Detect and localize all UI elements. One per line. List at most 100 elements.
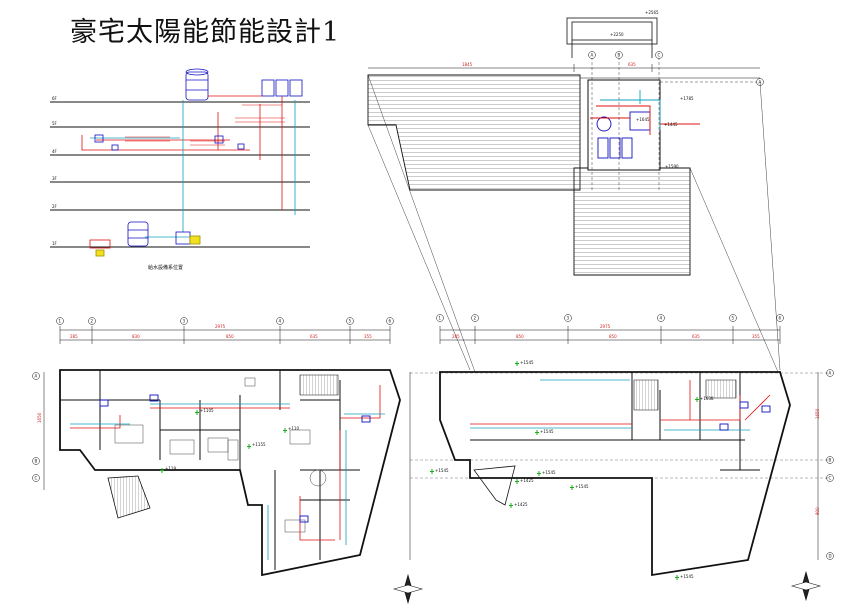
- riser-caption: 給水設備系位置: [148, 264, 183, 271]
- roof-deck-outline: [367, 74, 581, 191]
- left-axis-label: 5: [349, 319, 352, 324]
- roof-grid-lines: [591, 52, 760, 190]
- right-elevation-tag: +1425: [520, 478, 534, 483]
- roof-dimension-line: [368, 64, 760, 79]
- left-elevation-tag: +1155: [252, 442, 266, 447]
- roof-elevation-tag: +1785: [680, 96, 694, 101]
- roof-plan: 1845 635 +2565 +2250: [367, 10, 781, 373]
- left-heaters: [99, 394, 371, 523]
- right-elevation-tag: +1545: [542, 470, 556, 475]
- projection-lines: [367, 74, 781, 373]
- roof-piping: [590, 105, 700, 135]
- right-elevation-tag: +1545: [575, 484, 589, 489]
- right-interior-walls: [470, 372, 760, 471]
- left-dim: 355: [364, 334, 372, 339]
- right-axis-label: 1: [439, 316, 442, 321]
- roof-elevation-tag: +1590: [665, 164, 679, 169]
- right-dim-side: 1650: [815, 408, 820, 419]
- right-dimension-lines: [409, 326, 819, 560]
- roof-water-tank: [185, 68, 209, 101]
- roof-equipment-room: [587, 79, 661, 171]
- floor-lines: [50, 101, 310, 248]
- left-cold-water-pipes: [70, 403, 385, 560]
- roof-access-box: [566, 17, 658, 58]
- right-dim: 635: [692, 334, 700, 339]
- right-balcony: [473, 465, 516, 506]
- left-fixture-marks: [160, 410, 287, 473]
- cold-water-risers: [90, 100, 296, 238]
- floor-label: 4F: [52, 149, 58, 154]
- roof-solar-panels: [596, 111, 651, 159]
- right-elevation-tag: +1545: [435, 468, 449, 473]
- right-dim: 850: [516, 334, 524, 339]
- riser-diagram: 6F 5F 4F 3F 2F 1F: [50, 68, 310, 271]
- roof-grid-label: B: [618, 53, 621, 58]
- right-axis-label: C: [829, 476, 832, 481]
- left-furniture: [114, 377, 327, 533]
- left-building-outline: [59, 369, 401, 577]
- left-hot-water-pipes: [70, 385, 381, 541]
- right-dim: 355: [752, 334, 760, 339]
- left-dim-side: 1650: [37, 412, 42, 423]
- left-dim: 285: [70, 334, 78, 339]
- roof-grid-label: C: [658, 53, 661, 58]
- floor-label: 6F: [52, 96, 58, 101]
- left-dim: 830: [132, 334, 140, 339]
- roof-grid-bubbles: [588, 51, 764, 86]
- right-elevation-tag: +1425: [514, 502, 528, 507]
- pump-set: [89, 231, 201, 257]
- floor-labels: 6F 5F 4F 3F 2F 1F: [52, 96, 58, 246]
- roof-deck-lower: [573, 167, 691, 276]
- floor-label: 2F: [52, 204, 58, 209]
- right-axis-label: 5: [732, 316, 735, 321]
- left-elevation-tag: +1105: [200, 408, 214, 413]
- roof-elevation-tag: +1445: [664, 122, 678, 127]
- right-axis-bubbles: [436, 314, 834, 560]
- right-stair: [633, 379, 737, 411]
- left-axis-label: 6: [389, 319, 392, 324]
- right-axis-label: D: [829, 554, 832, 559]
- roof-grid-label: A: [591, 53, 594, 58]
- right-axis-label: B: [829, 458, 832, 463]
- left-axis-label: 1: [59, 319, 62, 324]
- left-interior-walls: [60, 370, 360, 570]
- right-cold-water-pipes: [470, 379, 750, 431]
- right-fixture-marks: [430, 361, 699, 580]
- floor-plan-right: 1 2 3 4 5 6 A B C D 2975 285 850 850 635…: [409, 314, 834, 602]
- ground-tank: [127, 221, 149, 247]
- right-dim: 850: [609, 334, 617, 339]
- riser-notes: [125, 104, 285, 146]
- right-grid-lines: [410, 372, 830, 479]
- roof-elevation-tag: +2250: [610, 32, 624, 37]
- left-tags: +1105 +110 +119 +1155: [165, 408, 299, 471]
- roof-dim: 1845: [462, 62, 473, 67]
- left-stair: [107, 374, 339, 519]
- right-dim: 285: [452, 334, 460, 339]
- hot-water-risers: [81, 95, 283, 210]
- left-axis-label: 4: [279, 319, 282, 324]
- right-building-outline: [439, 371, 791, 577]
- right-axis-label: A: [829, 371, 832, 376]
- right-elevation-tag: +1545: [680, 574, 694, 579]
- roof-elevation-tag: +2565: [645, 10, 659, 15]
- roof-dim: 635: [628, 62, 636, 67]
- left-axis-label: C: [35, 476, 38, 481]
- left-elevation-tag: +110: [288, 426, 299, 431]
- right-north-arrow: [790, 570, 822, 602]
- solar-collectors: [261, 79, 303, 97]
- right-axis-label: 6: [779, 316, 782, 321]
- left-dimension-lines: [43, 326, 391, 490]
- left-axis-bubbles: [32, 317, 394, 482]
- left-axis-label: B: [35, 459, 38, 464]
- floor-plan-left: 1 2 3 4 5 6 A B C 2975 285 830 850 635 3…: [32, 317, 424, 605]
- right-axis-label: 2: [474, 316, 477, 321]
- roof-elevation-tag: +1645: [636, 117, 650, 122]
- floor-label: 5F: [52, 121, 58, 126]
- right-axis-label: 4: [660, 316, 663, 321]
- right-elevation-tag: +1638: [700, 396, 714, 401]
- drawing-title: 豪宅太陽能節能設計1: [70, 17, 341, 48]
- roof-cold-piping: [600, 90, 661, 130]
- left-dim: 850: [226, 334, 234, 339]
